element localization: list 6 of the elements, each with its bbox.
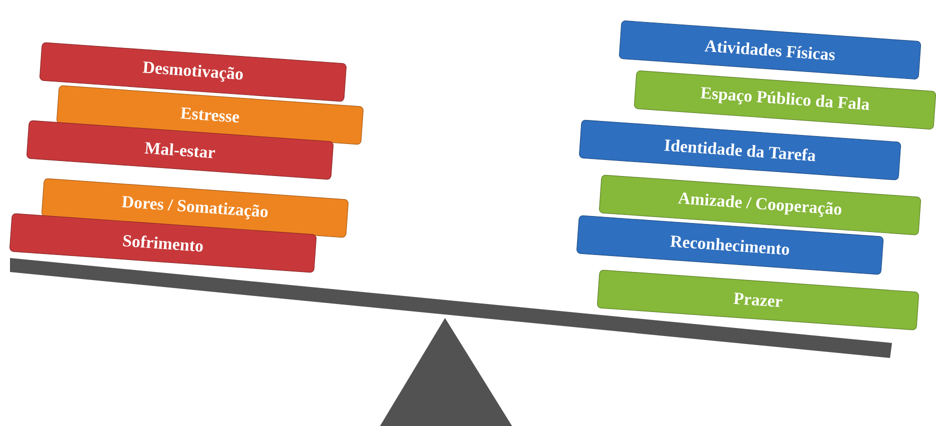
label-box: Atividades Físicas (619, 20, 921, 80)
label-box: Espaço Público da Fala (634, 70, 936, 130)
label-box: Identidade da Tarefa (579, 120, 901, 180)
label-box: Prazer (597, 270, 919, 330)
label-box: Amizade / Cooperação (599, 174, 921, 236)
label-box: Desmotivação (40, 42, 346, 102)
